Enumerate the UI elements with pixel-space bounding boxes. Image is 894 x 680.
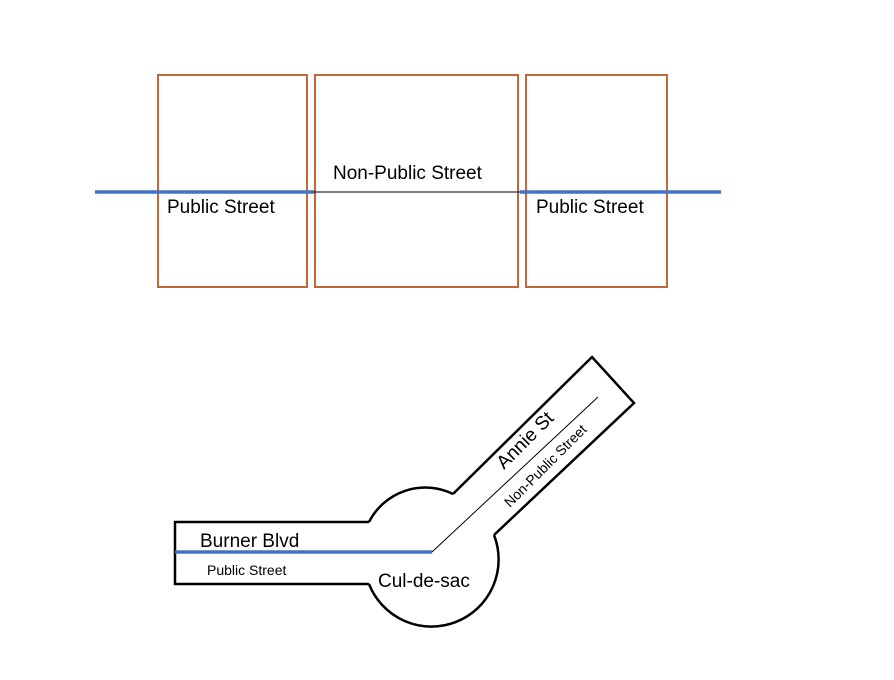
parcels-diagram: Public Street Non-Public Street Public S…: [95, 74, 721, 288]
label-public-street-right: Public Street: [536, 197, 644, 218]
label-burner-blvd: Burner Blvd: [200, 531, 299, 552]
culdesac-outline: [367, 486, 500, 628]
culdesac-diagram: Burner Blvd Public Street Cul-de-sac Ann…: [173, 355, 636, 628]
label-public-street-left: Public Street: [167, 197, 275, 218]
parcel-right: [525, 74, 668, 288]
label-cul-de-sac: Cul-de-sac: [378, 571, 470, 592]
label-public-street-burner: Public Street: [207, 562, 286, 578]
parcel-left: [157, 74, 308, 288]
annie-non-public-street-line: [431, 396, 599, 553]
annie-st-outline: [452, 355, 636, 536]
label-non-public-street: Non-Public Street: [333, 163, 483, 184]
parcel-center: [314, 74, 519, 288]
